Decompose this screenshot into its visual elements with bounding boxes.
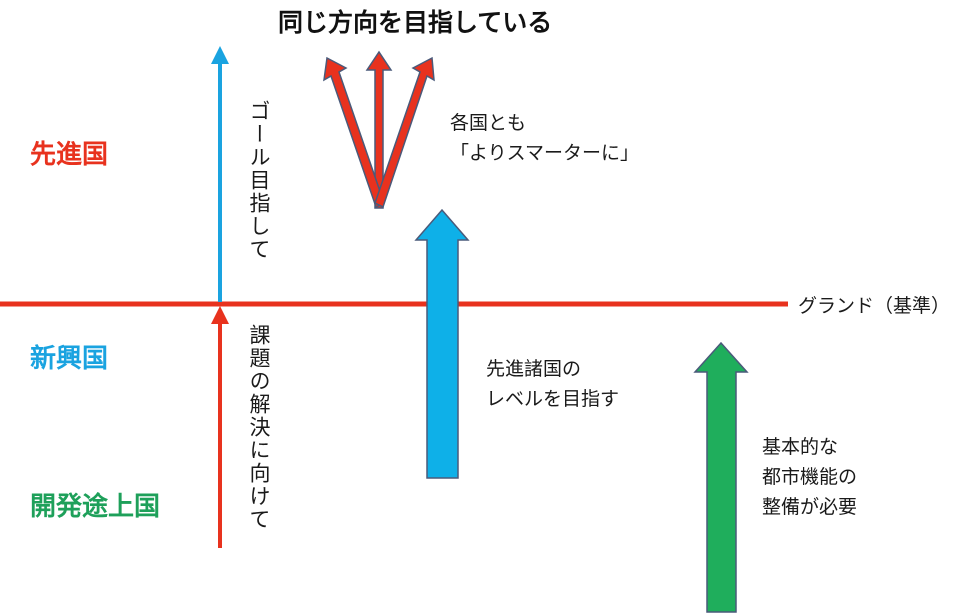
issue-arrow-head: [211, 306, 229, 324]
developing-note-line1: 基本的な: [762, 436, 839, 458]
smarter-note-line1: 各国とも: [450, 112, 527, 134]
issue-vertical-label: 課題の解決に向けて: [247, 324, 271, 531]
smarter-note-line2: 「よりスマーターに」: [450, 142, 640, 164]
category-developing: 開発途上国: [30, 492, 161, 522]
baseline-label: グランド（基準）: [798, 295, 951, 317]
smarter-arrow-right: [374, 56, 435, 209]
emerging-note-line1: 先進諸国の: [486, 358, 582, 380]
emerging-note: 先進諸国の レベルを目指す: [486, 354, 619, 414]
developing-note-line3: 整備が必要: [762, 496, 858, 518]
goal-arrow-head: [211, 46, 229, 64]
smarter-arrows: [323, 50, 435, 209]
category-advanced: 先進国: [30, 140, 109, 170]
smarter-arrow-left: [323, 56, 385, 209]
emerging-note-line2: レベルを目指す: [486, 388, 620, 410]
developing-note-line2: 都市機能の: [762, 466, 858, 488]
emerging-arrow: [414, 208, 470, 479]
smarter-note: 各国とも 「よりスマーターに」: [450, 108, 639, 168]
category-emerging: 新興国: [30, 344, 109, 374]
developing-note: 基本的な 都市機能の 整備が必要: [762, 432, 857, 522]
developing-arrow: [693, 341, 749, 613]
goal-vertical-label: ゴール目指して: [247, 100, 271, 261]
diagram-title: 同じ方向を目指している: [278, 8, 553, 37]
